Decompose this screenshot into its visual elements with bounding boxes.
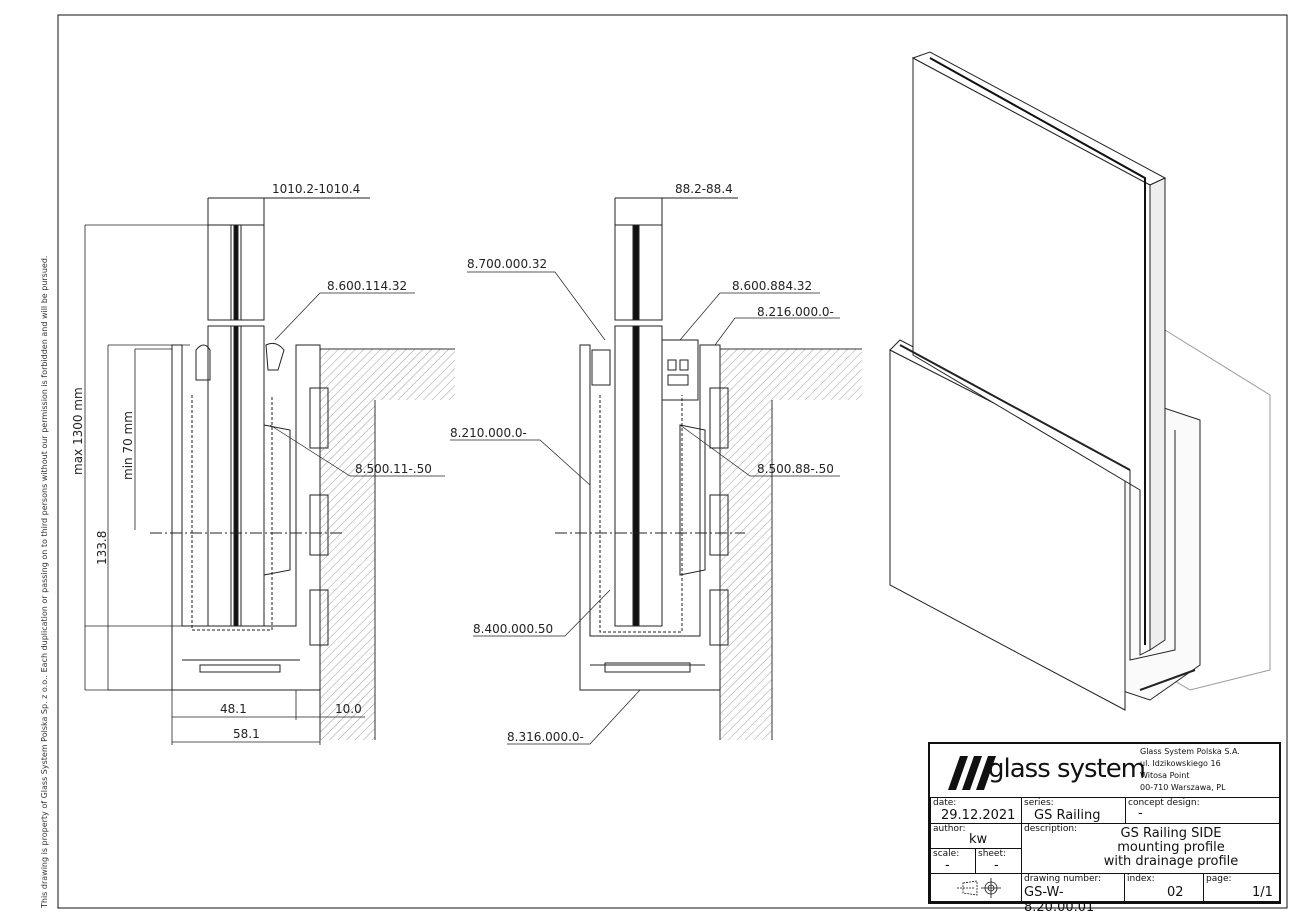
inner-width-dimension: 48.1 bbox=[220, 702, 247, 716]
concept-value: - bbox=[1138, 806, 1143, 821]
company-street: ul. Idzikowskiego 16 bbox=[1140, 759, 1221, 768]
company-name: Glass System Polska S.A. bbox=[1140, 747, 1240, 756]
left-part-top-gasket: 8.600.114.32 bbox=[327, 279, 407, 293]
min-embed-dimension: min 70 mm bbox=[121, 411, 135, 480]
sheet-label: sheet: bbox=[978, 849, 1007, 859]
third-angle-projection-icon bbox=[957, 878, 1001, 898]
left-section-view bbox=[84, 197, 455, 745]
middle-part-cover: 8.216.000.0- bbox=[757, 305, 834, 319]
middle-section-view bbox=[450, 197, 862, 745]
drawing-number-cell: drawing number: GS-W-8.20.00.01 bbox=[1021, 873, 1125, 915]
series-cell: series: GS Railing bbox=[1021, 797, 1126, 824]
max-height-dimension: max 1300 mm bbox=[71, 387, 85, 475]
middle-part-outer-gasket: 8.600.884.32 bbox=[732, 279, 812, 293]
date-label: date: bbox=[933, 798, 957, 808]
sheet-cell: sheet: - bbox=[975, 848, 1022, 874]
scale-value: - bbox=[945, 858, 950, 873]
concept-label: concept design: bbox=[1128, 798, 1200, 808]
logo-text: glass system bbox=[988, 754, 1146, 784]
concept-cell: concept design: - bbox=[1125, 797, 1281, 824]
description-line: GS Railing SIDE bbox=[1120, 826, 1222, 841]
outer-width-dimension: 58.1 bbox=[233, 727, 260, 741]
projection-symbol-cell bbox=[930, 873, 1022, 902]
author-value: kw bbox=[969, 832, 988, 847]
company-city: 00-710 Warszawa, PL bbox=[1140, 783, 1226, 792]
middle-part-wedge: 8.500.88-.50 bbox=[757, 462, 834, 476]
middle-glass-width-dimension: 88.2-88.4 bbox=[675, 182, 733, 196]
scale-label: scale: bbox=[933, 849, 960, 859]
glass-system-logo-icon bbox=[948, 756, 996, 790]
left-part-wedge: 8.500.11-.50 bbox=[355, 462, 432, 476]
drawing-number-label: drawing number: bbox=[1024, 874, 1102, 884]
sheet-value: - bbox=[994, 858, 999, 873]
page-label: page: bbox=[1206, 874, 1232, 884]
index-label: index: bbox=[1127, 874, 1155, 884]
title-block: glass system Glass System Polska S.A. ul… bbox=[928, 742, 1281, 915]
description-label: description: bbox=[1024, 824, 1078, 834]
author-label: author: bbox=[933, 824, 966, 834]
company-address: Glass System Polska S.A. ul. Idzikowskie… bbox=[1140, 746, 1240, 794]
description-cell: description: GS Railing SIDE mounting pr… bbox=[1021, 823, 1281, 874]
description-value: GS Railing SIDE mounting profile with dr… bbox=[1062, 827, 1280, 869]
middle-part-drainage: 8.316.000.0- bbox=[507, 730, 584, 744]
drawing-number-value: GS-W-8.20.00.01 bbox=[1024, 885, 1095, 915]
height-dimension: 133.8 bbox=[95, 531, 109, 565]
date-cell: date: 29.12.2021 bbox=[930, 797, 1022, 824]
scale-cell: scale: - bbox=[930, 848, 976, 874]
middle-part-inner-gasket: 8.700.000.32 bbox=[467, 257, 547, 271]
page-value: 1/1 bbox=[1252, 885, 1273, 900]
index-cell: index: 02 bbox=[1124, 873, 1204, 902]
description-line: mounting profile bbox=[1117, 840, 1225, 855]
middle-part-base: 8.400.000.50 bbox=[473, 622, 553, 636]
left-glass-width-dimension: 1010.2-1010.4 bbox=[272, 182, 360, 196]
isometric-view bbox=[889, 51, 1271, 711]
offset-dimension: 10.0 bbox=[335, 702, 362, 716]
page-cell: page: 1/1 bbox=[1203, 873, 1281, 902]
drawing-frame bbox=[57, 14, 1288, 909]
date-value: 29.12.2021 bbox=[941, 808, 1016, 823]
index-value: 02 bbox=[1167, 885, 1184, 900]
logo-area: glass system Glass System Polska S.A. ul… bbox=[930, 744, 1279, 798]
series-label: series: bbox=[1024, 798, 1054, 808]
description-line: with drainage profile bbox=[1103, 854, 1239, 869]
author-cell: author: kw bbox=[930, 823, 1022, 849]
middle-part-profile: 8.210.000.0- bbox=[450, 426, 527, 440]
company-building: Witosa Point bbox=[1140, 771, 1190, 780]
copyright-notice: This drawing is property of Glass System… bbox=[40, 255, 49, 908]
series-value: GS Railing bbox=[1034, 808, 1101, 823]
